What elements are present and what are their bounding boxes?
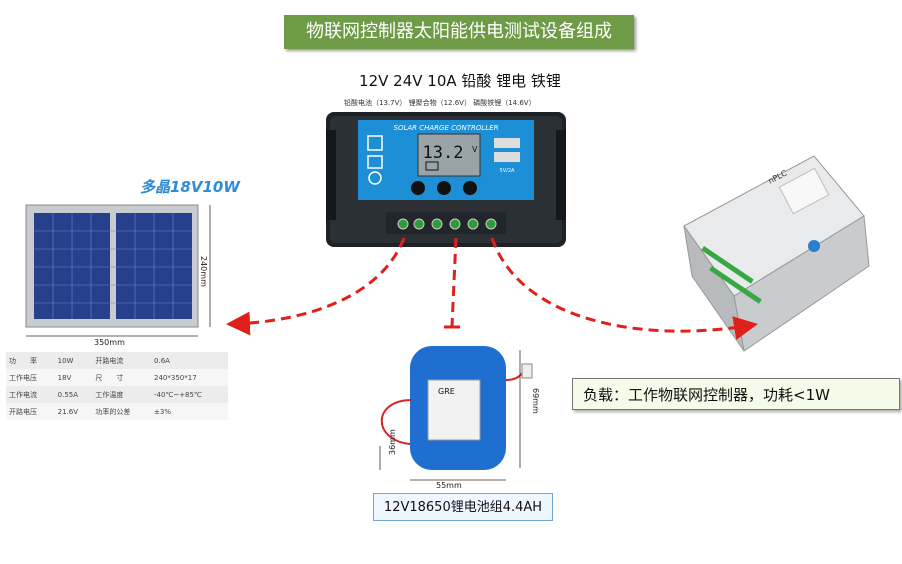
panel-icon [367,135,383,151]
arrow-to-solar-panel [226,237,406,336]
controller-lcd [417,133,481,177]
terminal-pv-positive [397,218,409,230]
usb-port-2 [494,152,520,162]
battery-width-label: 55mm [436,481,462,490]
solar-charge-controller-image: SOLAR CHARGE CONTROLLER 13.2 V 5V/2A [326,112,566,247]
battery-pack-image: GRE [379,346,533,481]
lcd-reading: 13.2 [423,143,464,163]
solar-panel-width-label: 350mm [94,338,125,347]
controller-button-3[interactable] [463,181,477,195]
arrow-to-load [490,237,758,340]
clock-icon [368,171,382,185]
battery-connector [521,363,533,379]
terminal-load-negative [485,218,497,230]
battery-label: 12V18650锂电池组4.4AH [373,493,553,521]
controller-brand-label: SOLAR CHARGE CONTROLLER [394,124,499,132]
lock-icon [367,155,383,169]
controller-button-2[interactable] [437,181,451,195]
usb-port-1 [494,138,520,148]
arrow-to-battery [450,237,458,327]
usb-label: 5V/2A [500,168,515,174]
table-row: 功 率 10W 开路电流 0.6A [6,352,228,369]
load-label: 负载：工作物联网控制器，功耗<1W [572,378,900,410]
table-row: 开路电压 21.6V 功率的公差 ±3% [6,403,228,420]
battery-red-wire [380,399,413,445]
terminal-bat-positive [431,218,443,230]
solar-panel-spec-table: 功 率 10W 开路电流 0.6A 工作电压 18V 尺 寸 240*350*1… [6,352,228,420]
table-row: 工作电流 0.55A 工作温度 -40℃~+85℃ [6,386,228,403]
terminal-bat-negative [449,218,461,230]
battery-sticker-brand: GRE [438,387,455,396]
controller-button-1[interactable] [411,181,425,195]
controller-title: 12V 24V 10A 铅酸 锂电 铁锂 [359,72,561,90]
terminal-pv-negative [413,218,425,230]
table-row: 工作电压 18V 尺 寸 240*350*17 [6,369,228,386]
terminal-load-positive [467,218,479,230]
controller-subtitle: 铅酸电池（13.7V） 锂聚合物（12.6V） 磷酸铁锂（14.6V） [344,99,536,107]
solar-panel-title: 多晶18V10W [140,178,240,196]
battery-level-icon [425,161,439,171]
lcd-unit: V [472,145,478,154]
battery-sticker [427,379,481,441]
solar-panel-image [25,204,211,337]
load-device-image: nPLC [683,155,870,352]
page-title: 物联网控制器太阳能供电测试设备组成 [284,15,634,49]
